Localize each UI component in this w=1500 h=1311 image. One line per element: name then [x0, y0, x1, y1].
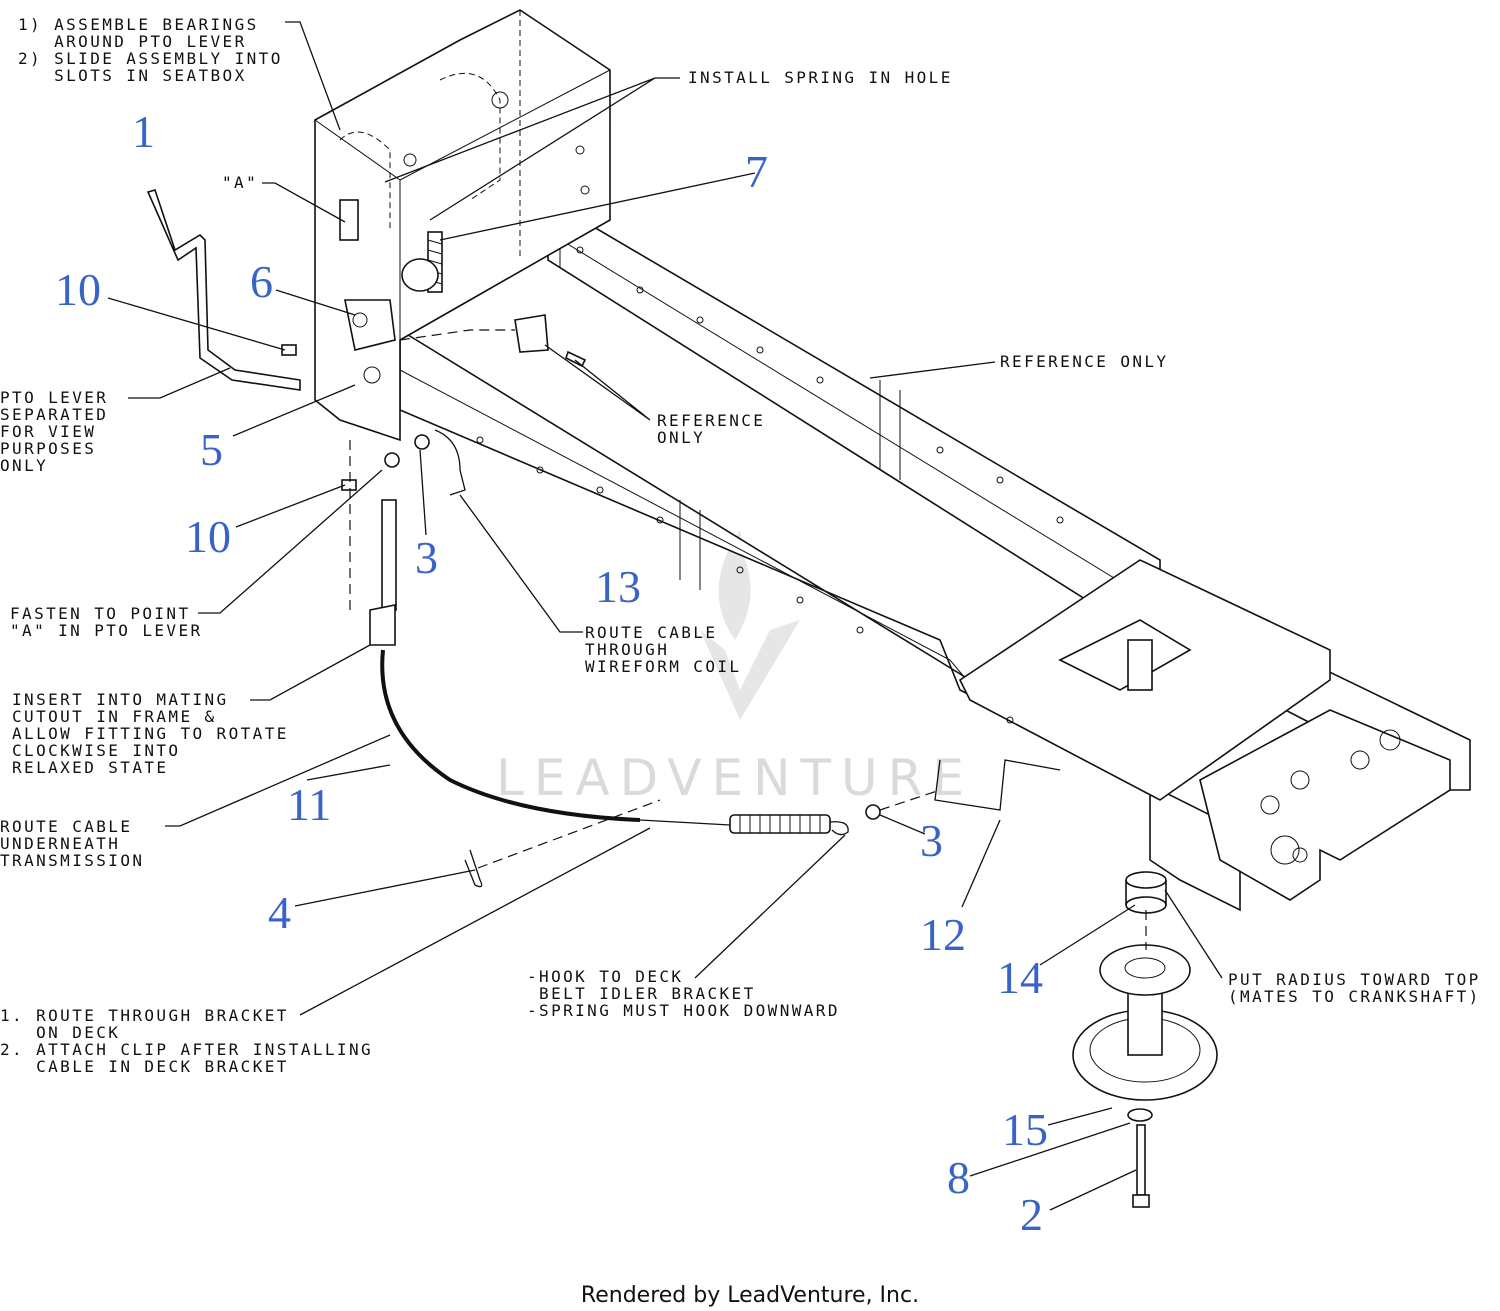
frame-holes — [476, 246, 1064, 724]
callout-8: 8 — [947, 1152, 970, 1203]
note-point-a: "A" — [222, 173, 258, 192]
assembly-lines — [349, 329, 1147, 950]
watermark: LEADVENTURE — [496, 530, 974, 807]
watermark-text: LEADVENTURE — [496, 749, 974, 807]
clip-part — [384, 452, 400, 468]
bolt-10-upper — [281, 344, 297, 356]
note-pto-lever-separated: PTO LEVER SEPARATED FOR VIEW PURPOSES ON… — [0, 388, 120, 475]
callout-13: 13 — [595, 561, 641, 612]
callout-3-lower: 3 — [920, 815, 943, 866]
callout-11: 11 — [287, 779, 331, 830]
nut-3-lower — [865, 804, 881, 820]
wireform-13 — [434, 429, 466, 496]
callout-14: 14 — [997, 952, 1043, 1003]
callout-6: 6 — [250, 256, 273, 307]
callout-3-upper: 3 — [415, 532, 438, 583]
note-route-underneath: ROUTE CABLE UNDERNEATH TRANSMISSION — [0, 817, 144, 870]
callout-5: 5 — [200, 424, 223, 475]
reference-bracket — [514, 314, 549, 353]
callout-4: 4 — [268, 887, 291, 938]
pto-bracket — [339, 199, 439, 384]
note-assemble-bearings: 1) ASSEMBLE BEARINGS AROUND PTO LEVER 2)… — [18, 15, 295, 85]
note-install-spring: INSTALL SPRING IN HOLE — [688, 68, 953, 87]
callout-10-lower: 10 — [185, 511, 231, 562]
hairpin-clip-4 — [464, 849, 483, 888]
note-put-radius: PUT RADIUS TOWARD TOP (MATES TO CRANKSHA… — [1228, 970, 1493, 1006]
note-reference-only-2: REFERENCE ONLY — [657, 411, 777, 447]
note-route-bracket: 1. ROUTE THROUGH BRACKET ON DECK 2. ATTA… — [0, 1006, 385, 1076]
pto-cable-11 — [369, 499, 849, 836]
callout-10-upper: 10 — [55, 264, 101, 315]
bolt-2 — [1132, 1124, 1150, 1208]
reference-bolt — [565, 350, 587, 368]
note-hook-deck: -HOOK TO DECK BELT IDLER BRACKET -SPRING… — [527, 967, 840, 1020]
callout-7: 7 — [745, 146, 768, 197]
pulley-15 — [1072, 944, 1218, 1101]
footer-credit: Rendered by LeadVenture, Inc. — [581, 1283, 919, 1308]
frame-rails — [399, 198, 1471, 912]
pto-lever — [146, 189, 301, 391]
nut-3-upper — [414, 434, 430, 450]
callout-1: 1 — [132, 106, 155, 157]
note-fasten-point-a: FASTEN TO POINT "A" IN PTO LEVER — [10, 604, 203, 640]
callout-12: 12 — [920, 909, 966, 960]
note-route-wireform: ROUTE CABLE THROUGH WIREFORM COIL — [585, 623, 741, 676]
washer-8 — [1127, 1108, 1153, 1122]
callout-15: 15 — [1002, 1104, 1048, 1155]
wireform-12 — [934, 759, 1061, 811]
callout-2: 2 — [1020, 1189, 1043, 1240]
leader-lines — [107, 21, 1223, 1211]
nut-10-lower — [341, 479, 357, 491]
note-reference-only: REFERENCE ONLY — [1000, 352, 1168, 371]
note-insert-mating-cutout: INSERT INTO MATING CUTOUT IN FRAME & ALL… — [12, 690, 301, 777]
